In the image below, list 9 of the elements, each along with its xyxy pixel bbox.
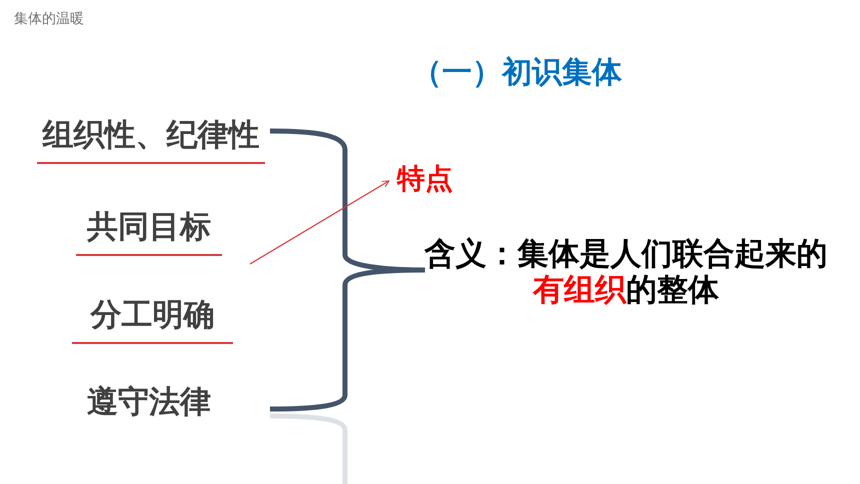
underlined-item: 组织性、纪律性 <box>37 114 265 164</box>
underlined-item: 共同目标 <box>76 206 222 256</box>
arrow <box>250 180 390 265</box>
underlined-item: 遵守法律 <box>76 381 222 429</box>
heading-text: 特点 <box>397 160 467 198</box>
title: （一）初识集体 <box>412 54 622 92</box>
header-text: 集体的温暖 <box>14 10 84 28</box>
underlined-item: 分工明确 <box>72 294 233 344</box>
definition-text: 含义：集体是人们联合起来的有组织的整体 <box>416 236 836 308</box>
